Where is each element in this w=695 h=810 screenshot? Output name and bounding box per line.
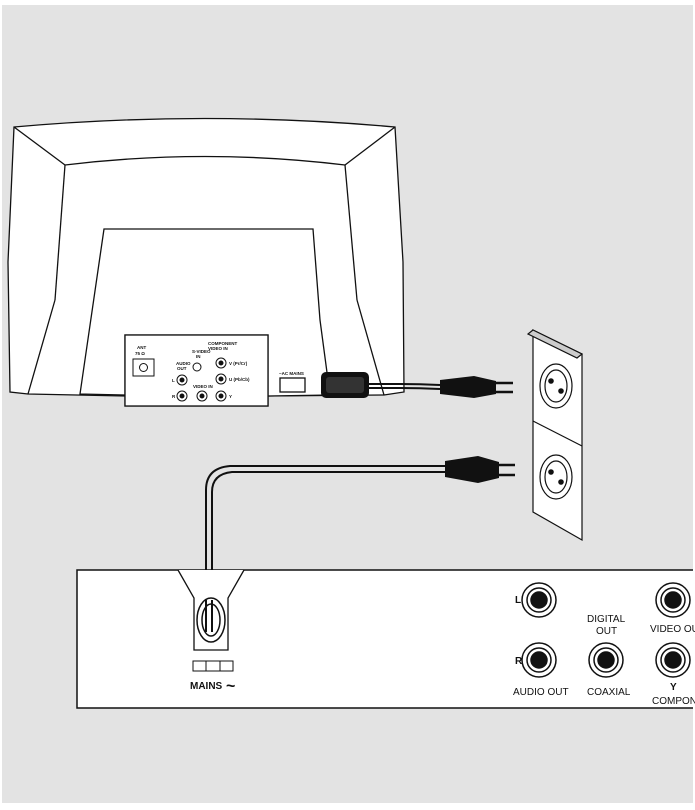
player-jack-l-label: L [515, 595, 521, 606]
tv-rear-view [7, 117, 405, 407]
tv-housing-edge [356, 299, 385, 396]
tv-component-label: COMPONENT [208, 341, 238, 346]
tv-housing-edge [54, 164, 66, 301]
player-power-cable-end [205, 600, 213, 632]
wall-socket-divider [532, 420, 583, 447]
tv-housing-edge [344, 164, 358, 301]
tv-video-in-label: VIDEO IN [193, 384, 213, 389]
wall-socket-plate [532, 329, 583, 542]
player-wall-plug-body [445, 456, 499, 483]
player-power-cable [211, 471, 445, 614]
player-mains-slot [192, 660, 234, 672]
player-jack-coaxial-core [597, 651, 615, 669]
tv-appliance-plug [321, 372, 369, 398]
player-jacks [521, 582, 691, 678]
player-jack-r-label: R [515, 656, 523, 667]
player-y-label: Y [670, 682, 677, 693]
player-jack-audio-l-core [530, 591, 548, 609]
player-jack-y-core [664, 651, 682, 669]
tv-jack-audio-r-core [179, 393, 185, 399]
wall-socket-hole [548, 378, 554, 384]
wall-socket-plate-top [526, 329, 584, 359]
tv-housing-edge [13, 126, 66, 166]
tv-ac-mains-label: ~AC MAINS [279, 371, 304, 376]
wall-socket-hole [558, 479, 564, 485]
tv-audio-out-label: AUDIO [176, 361, 191, 366]
tv-audio-out-sublabel: OUT [177, 366, 187, 371]
wall-socket-icon [526, 329, 584, 542]
player-digital-out-label: DIGITAL [587, 614, 626, 625]
power-cables [205, 383, 445, 614]
player-component-label: COMPON [652, 696, 695, 707]
tv-wall-plug-body [440, 376, 496, 398]
tv-housing-edge [27, 299, 56, 395]
player-jack-audio-r-core [530, 651, 548, 669]
player-labels: L R AUDIO OUT DIGITAL OUT COAXIAL VIDEO … [190, 595, 695, 707]
player-digital-out-sublabel: OUT [596, 626, 617, 637]
wall-socket-outlet-upper-inner [544, 369, 568, 403]
player-mains-label: MAINS [190, 681, 223, 692]
player-mains-symbol: ~ [226, 678, 235, 695]
tv-svideo-sublabel: IN [196, 354, 201, 359]
right-margin [693, 0, 695, 805]
wall-socket-outlet-lower-inner [544, 460, 568, 494]
tv-antenna-jack-core [139, 363, 148, 372]
tv-component-sublabel: VIDEO IN [208, 346, 228, 351]
tv-jack-l-label: L [172, 378, 175, 383]
tv-svideo-jack [192, 362, 202, 372]
tv-housing-edge [64, 155, 346, 166]
tv-svideo-label: S-VIDEO [192, 349, 211, 354]
tv-jack-audio-l-core [179, 377, 185, 383]
tv-power-cable [368, 387, 441, 390]
tv-y-label: Y [229, 394, 232, 399]
player-power-cable [205, 465, 445, 614]
player-jack-video-out-core [664, 591, 682, 609]
tv-v-label: V (Pr/Cr) [229, 361, 248, 366]
tv-jack-video-in-core [199, 393, 205, 399]
wall-socket-hole [548, 469, 554, 475]
player-audio-out-label: AUDIO OUT [513, 687, 569, 698]
tv-connectors [132, 357, 227, 402]
tv-u-label: U (Pb/Cb) [229, 377, 250, 382]
wall-socket-hole [558, 388, 564, 394]
tv-housing-edge [344, 126, 396, 166]
player-coaxial-label: COAXIAL [587, 687, 631, 698]
player-video-out-label: VIDEO OU [650, 624, 695, 635]
tv-jack-v-core [218, 360, 224, 366]
tv-antenna-sublabel: 75 Ω [135, 351, 145, 356]
tv-power-cable [368, 383, 441, 386]
tv-jack-u-core [218, 376, 224, 382]
tv-appliance-plug-grip [326, 377, 364, 393]
tv-ac-mains-socket [279, 377, 306, 393]
tv-jack-y-core [218, 393, 224, 399]
tv-labels: ANT 75 Ω S-VIDEO IN COMPONENT VIDEO IN A… [135, 341, 304, 399]
tv-jack-r-label: R [172, 394, 176, 399]
power-plug-icon [440, 376, 515, 483]
tv-antenna-label: ANT [137, 345, 146, 350]
